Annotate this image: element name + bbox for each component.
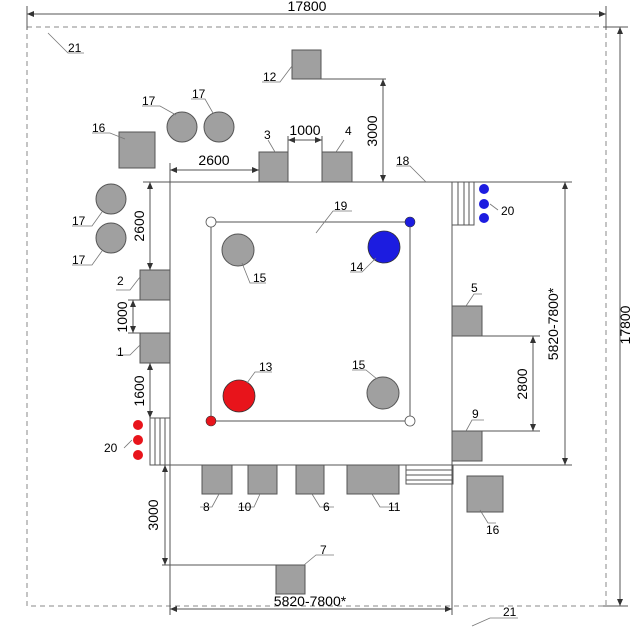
box-11 xyxy=(346,464,400,495)
circle-15-a xyxy=(221,233,255,267)
circle-15-b xyxy=(366,376,400,410)
box-9 xyxy=(451,430,483,462)
box-16-top xyxy=(118,131,156,169)
steps-left-bottom xyxy=(149,417,171,466)
label-16-top: 16 xyxy=(92,121,106,135)
box-16-bottom xyxy=(466,475,504,513)
box-3 xyxy=(258,151,289,183)
dot-20-red-1 xyxy=(133,420,143,430)
label-19: 19 xyxy=(334,199,348,213)
dim-hall-height xyxy=(453,181,572,466)
label-18: 18 xyxy=(396,154,410,168)
box-7 xyxy=(275,564,306,595)
box-5 xyxy=(451,305,483,337)
label-8: 8 xyxy=(203,500,210,514)
label-16-bottom: 16 xyxy=(486,523,500,537)
dot-20-blue-1 xyxy=(479,184,489,194)
steps-bottom-right xyxy=(405,464,454,485)
label-14: 14 xyxy=(350,260,364,274)
label-17-d: 17 xyxy=(72,253,86,267)
dim-1-2-text: 1000 xyxy=(114,301,130,332)
circle-17-b xyxy=(203,111,235,143)
label-2: 2 xyxy=(117,274,124,288)
leader-lines xyxy=(47,32,518,627)
label-3: 3 xyxy=(264,128,271,142)
label-5: 5 xyxy=(471,281,478,295)
circle-14-blue xyxy=(367,230,401,264)
label-17-b: 17 xyxy=(192,87,206,101)
dim-hall-height-text: 5820-7800* xyxy=(545,287,561,360)
label-1: 1 xyxy=(117,345,124,359)
dim-3-4-text: 1000 xyxy=(289,122,320,138)
label-11: 11 xyxy=(388,500,401,514)
right-dimension-text: 17800 xyxy=(617,305,633,344)
dim-12-to-hall-text: 3000 xyxy=(364,115,380,146)
box-12 xyxy=(291,49,322,80)
corner-dot-white-br xyxy=(404,415,416,427)
label-9: 9 xyxy=(472,407,479,421)
label-20-red: 20 xyxy=(104,441,118,455)
dim-hall-to-7-text: 3000 xyxy=(145,499,161,530)
box-8 xyxy=(201,464,233,495)
box-4 xyxy=(321,151,353,183)
label-7: 7 xyxy=(320,543,327,557)
box-2 xyxy=(139,269,171,301)
dim-5-9 xyxy=(482,335,540,432)
inner-area-19 xyxy=(210,221,411,422)
label-17-a: 17 xyxy=(142,94,156,108)
dim-5-9-text: 2800 xyxy=(514,368,530,399)
label-6: 6 xyxy=(323,500,330,514)
box-10 xyxy=(247,464,278,495)
dim-1600-text: 1600 xyxy=(131,375,147,406)
label-21-bottom: 21 xyxy=(503,605,517,619)
dim-12-to-hall xyxy=(321,78,386,182)
dim-hall-width xyxy=(169,461,453,615)
dim-2600-vertical-text: 2600 xyxy=(131,210,147,241)
label-10: 10 xyxy=(238,500,252,514)
label-12: 12 xyxy=(263,70,277,84)
dim-hall-width-text: 5820-7800* xyxy=(274,593,347,609)
label-13: 13 xyxy=(259,360,273,374)
label-4: 4 xyxy=(345,124,352,138)
dim-2600-horizontal-text: 2600 xyxy=(198,152,229,168)
label-17-c: 17 xyxy=(72,214,86,228)
label-15-b: 15 xyxy=(352,358,366,372)
label-21-top: 21 xyxy=(68,41,82,55)
corner-dot-red xyxy=(205,415,217,427)
corner-dot-white-tl xyxy=(205,216,217,228)
top-dimension-text: 17800 xyxy=(288,0,327,14)
circle-17-a xyxy=(166,111,198,143)
corner-dot-blue xyxy=(404,216,416,228)
label-20-blue: 20 xyxy=(501,204,515,218)
box-1 xyxy=(139,332,171,364)
dot-20-red-3 xyxy=(133,450,143,460)
site-boundary xyxy=(26,26,607,607)
circle-13-red xyxy=(222,379,256,413)
circle-17-d xyxy=(95,222,127,254)
dot-20-blue-3 xyxy=(479,213,489,223)
steps-top-right xyxy=(451,181,475,226)
dim-hall-to-7 xyxy=(150,464,276,566)
box-6 xyxy=(295,464,325,495)
circle-17-c xyxy=(95,183,127,215)
label-15-a: 15 xyxy=(253,271,267,285)
dot-20-red-2 xyxy=(133,435,143,445)
dot-20-blue-2 xyxy=(479,199,489,209)
